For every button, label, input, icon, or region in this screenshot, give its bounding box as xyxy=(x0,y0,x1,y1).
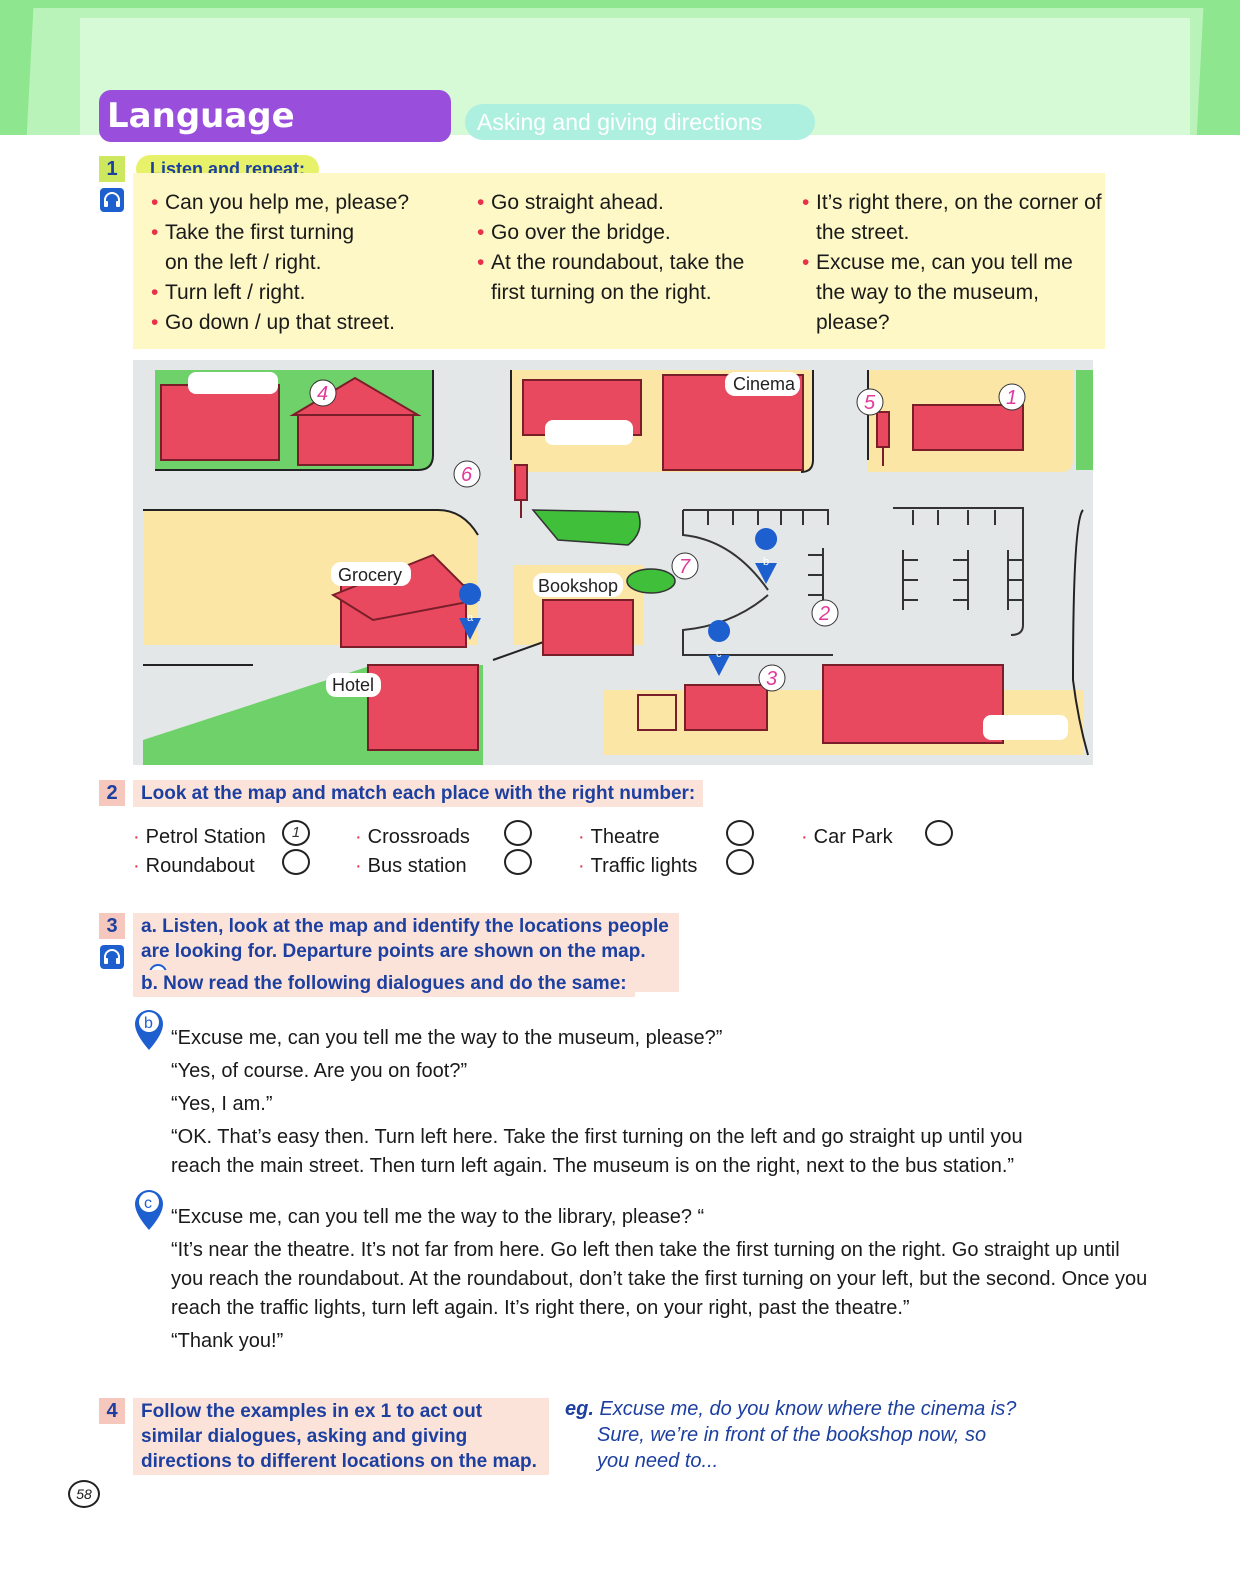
match-item-bus-station: ·Bus station xyxy=(355,855,467,877)
traffic-light-1 xyxy=(514,464,528,501)
map-pin-c xyxy=(708,620,731,676)
dialogue-line: “Thank you!” xyxy=(171,1330,284,1352)
exercise-2-number: 2 xyxy=(99,780,125,806)
exercise-1-number: 1 xyxy=(99,156,125,182)
answer-circle[interactable] xyxy=(925,820,953,846)
match-item-traffic-lights: ·Traffic lights xyxy=(578,855,698,877)
building-petrol-station xyxy=(912,404,1024,451)
building-museum-left xyxy=(160,384,280,461)
eg-line: Sure, we’re in front of the bookshop now… xyxy=(597,1424,987,1446)
building-bus-station xyxy=(684,684,768,731)
map-number-3: 3 xyxy=(766,668,777,690)
map-number-5: 5 xyxy=(864,392,876,414)
exercise-3-number: 3 xyxy=(99,913,125,939)
svg-text:b: b xyxy=(144,1015,153,1032)
answer-circle[interactable] xyxy=(726,849,754,875)
phrase-item: It’s right there, on the corner of the s… xyxy=(802,188,1106,248)
dialogue-line: “It’s near the theatre. It’s not far fro… xyxy=(171,1239,1148,1319)
dialogue-line: “Yes, I am.” xyxy=(171,1093,273,1115)
pin-icon-b: b xyxy=(135,1010,163,1050)
phrase-item: Excuse me, can you tell me the way to th… xyxy=(802,248,1106,338)
grocery-plate xyxy=(331,562,411,586)
phrase-item: Can you help me, please? xyxy=(151,188,451,218)
map-numbers: 1 2 3 4 5 6 7 xyxy=(309,379,1026,692)
building-theatre xyxy=(822,664,1004,744)
hotel-plate xyxy=(326,673,381,697)
phrase-item: Turn left / right. xyxy=(151,278,451,308)
traffic-light-2 xyxy=(876,411,890,448)
bus-shelter xyxy=(637,694,677,731)
map-label-bookshop: Bookshop xyxy=(538,576,618,596)
bookshop-plate xyxy=(533,573,623,597)
map-number-7: 7 xyxy=(679,556,691,578)
page-subtitle: Asking and giving directions xyxy=(465,104,815,140)
car-park-outline-2 xyxy=(893,507,1024,636)
edge-green xyxy=(1076,370,1093,470)
answer-circle[interactable]: 1 xyxy=(282,820,310,846)
exercise-2-instruction: Look at the map and match each place wit… xyxy=(133,780,704,807)
map-pin-a-label: a xyxy=(467,612,474,624)
map-number-6: 6 xyxy=(461,464,473,486)
headphones-icon[interactable] xyxy=(100,188,124,212)
map-label-hotel: Hotel xyxy=(332,675,374,695)
roundabout-island xyxy=(626,568,676,594)
phrase-item: Go over the bridge. xyxy=(477,218,767,248)
page-number: 58 xyxy=(68,1480,100,1508)
dialogue-line: “Excuse me, can you tell me the way to t… xyxy=(171,1206,705,1228)
phrase-item: Go down / up that street. xyxy=(151,308,451,338)
dialogue-c: “Excuse me, can you tell me the way to t… xyxy=(171,1203,1161,1356)
building-bookshop xyxy=(542,599,634,656)
headphones-icon[interactable] xyxy=(100,945,124,969)
map-pins xyxy=(459,528,778,676)
match-item-petrol-station: ·Petrol Station xyxy=(133,826,266,848)
exercise-4-number: 4 xyxy=(99,1398,125,1424)
map-pin-b-label: b xyxy=(763,556,769,568)
grass-island xyxy=(531,509,641,546)
exercise-3b-instruction: b. Now read the following dialogues and … xyxy=(133,970,635,997)
map-label-grocery: Grocery xyxy=(338,565,402,585)
phrase-column-1: Can you help me, please? Take the first … xyxy=(151,188,451,338)
label-plates xyxy=(188,372,1068,740)
town-map: Cinema Grocery Bookshop Hotel 1 2 3 4 5 … xyxy=(133,360,1093,765)
phrase-item: Take the first turning on the left / rig… xyxy=(151,218,380,278)
phrase-column-2: Go straight ahead. Go over the bridge. A… xyxy=(477,188,767,308)
exercise-3a-line2: are looking for. Departure points are sh… xyxy=(141,941,646,962)
match-item-crossroads: ·Crossroads xyxy=(355,826,470,848)
answer-circle[interactable] xyxy=(282,849,310,875)
cinema-plate xyxy=(725,372,800,396)
eg-line: Excuse me, do you know where the cinema … xyxy=(599,1398,1017,1420)
svg-text:c: c xyxy=(144,1195,152,1212)
phrase-item: Go straight ahead. xyxy=(477,188,767,218)
eg-line: you need to... xyxy=(597,1450,719,1472)
match-item-car-park: ·Car Park xyxy=(801,826,893,848)
traffic-lights xyxy=(514,411,890,518)
pin-icon-c: c xyxy=(135,1190,163,1230)
phrase-item: At the roundabout, take the first turnin… xyxy=(477,248,766,308)
answer-circle[interactable] xyxy=(726,820,754,846)
phrase-column-3: It’s right there, on the corner of the s… xyxy=(802,188,1102,338)
building-4 xyxy=(297,414,414,466)
building-hotel xyxy=(367,664,479,751)
map-label-cinema: Cinema xyxy=(733,374,796,394)
map-pin-c-label: c xyxy=(716,648,722,660)
map-number-2: 2 xyxy=(818,603,830,625)
example-dialogue: eg. Excuse me, do you know where the cin… xyxy=(565,1396,1045,1474)
eg-label: eg. xyxy=(565,1398,594,1420)
dialogue-line: “Yes, of course. Are you on foot?” xyxy=(171,1060,468,1082)
map-pin-a xyxy=(459,583,482,640)
answer-circle[interactable] xyxy=(504,849,532,875)
answer-circle[interactable] xyxy=(504,820,532,846)
dialogue-line: “OK. That’s easy then. Turn left here. T… xyxy=(171,1126,1023,1177)
exercise-4-instruction: Follow the examples in ex 1 to act out s… xyxy=(133,1398,549,1475)
match-item-roundabout: ·Roundabout xyxy=(133,855,255,877)
exercise-3a-line1: a. Listen, look at the map and identify … xyxy=(141,916,669,937)
road-edges xyxy=(143,370,1089,756)
map-number-4: 4 xyxy=(317,383,328,405)
dialogue-line: “Excuse me, can you tell me the way to t… xyxy=(171,1027,723,1049)
match-item-theatre: ·Theatre xyxy=(578,826,660,848)
map-pin-b xyxy=(755,528,778,584)
map-number-1: 1 xyxy=(1006,387,1017,409)
dialogue-b: “Excuse me, can you tell me the way to t… xyxy=(171,1024,1161,1181)
page-title: Language practice xyxy=(99,90,451,188)
